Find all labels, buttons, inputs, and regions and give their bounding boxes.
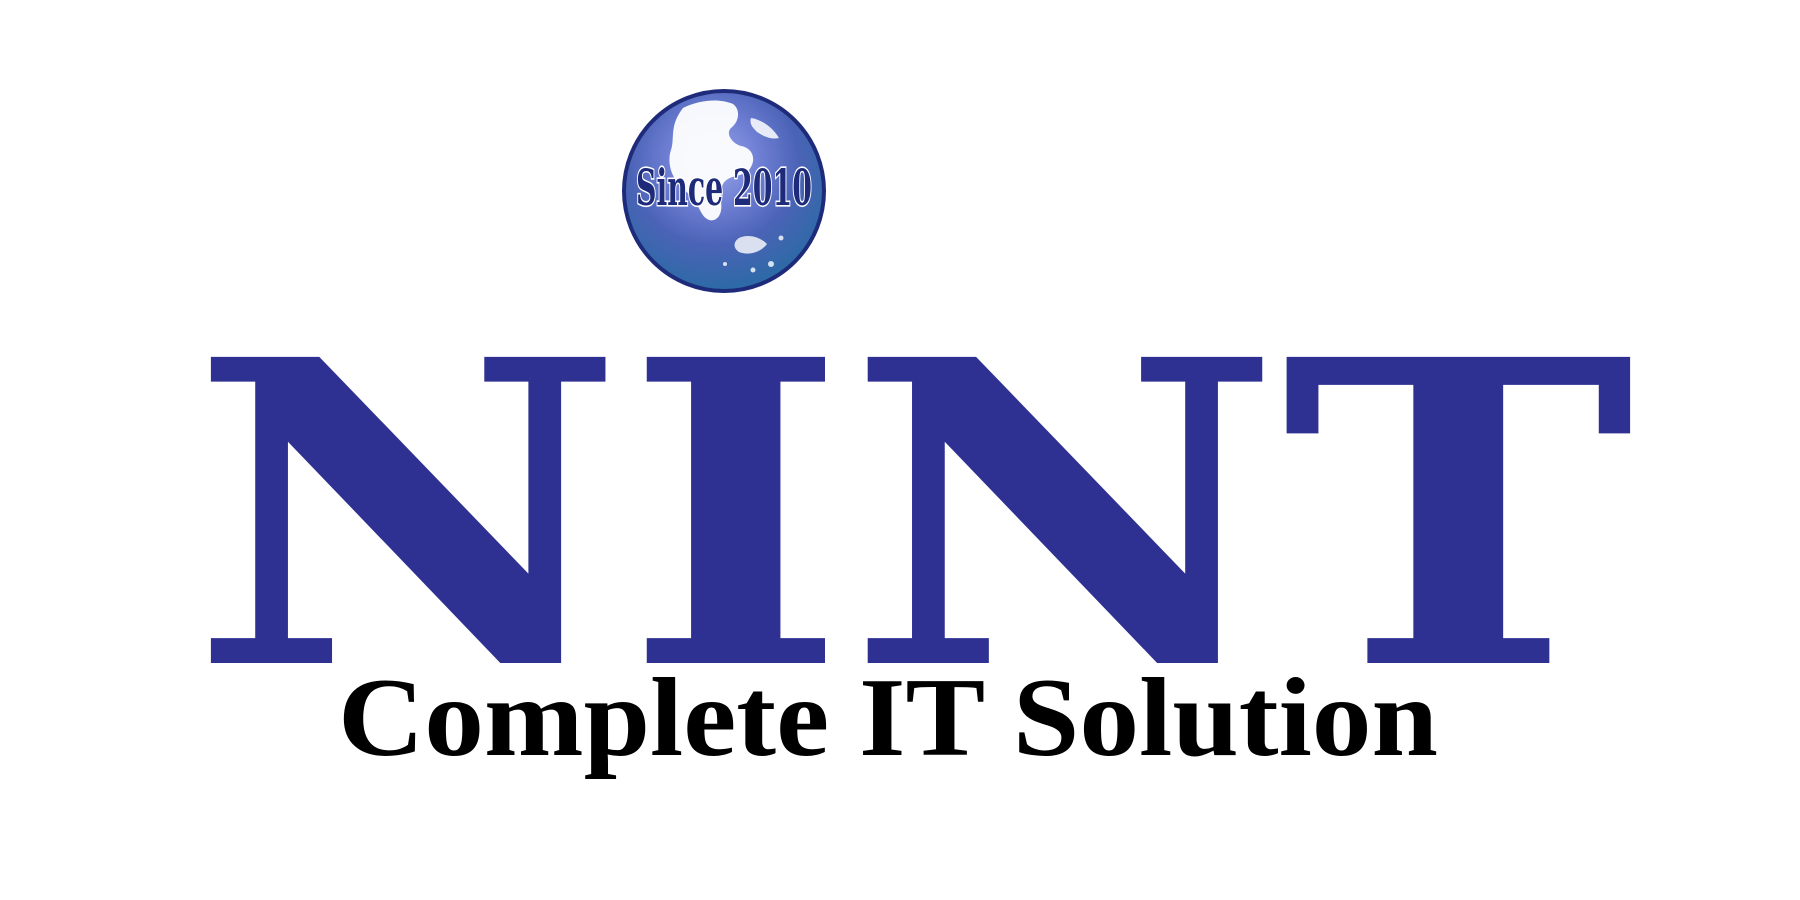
- tagline-block: Complete IT Solution: [0, 655, 1710, 785]
- globe-icon: Since 2010: [622, 89, 826, 293]
- brand-wordmark-svg: NINT: [190, 270, 1635, 688]
- brand-name: NINT: [190, 270, 1635, 688]
- since-badge-text: Since 2010: [636, 158, 812, 218]
- brand-wordmark: NINT: [0, 208, 1800, 688]
- tagline: Complete IT Solution: [338, 656, 1438, 780]
- tagline-svg: Complete IT Solution: [338, 656, 1438, 780]
- globe-badge: Since 2010: [621, 88, 827, 294]
